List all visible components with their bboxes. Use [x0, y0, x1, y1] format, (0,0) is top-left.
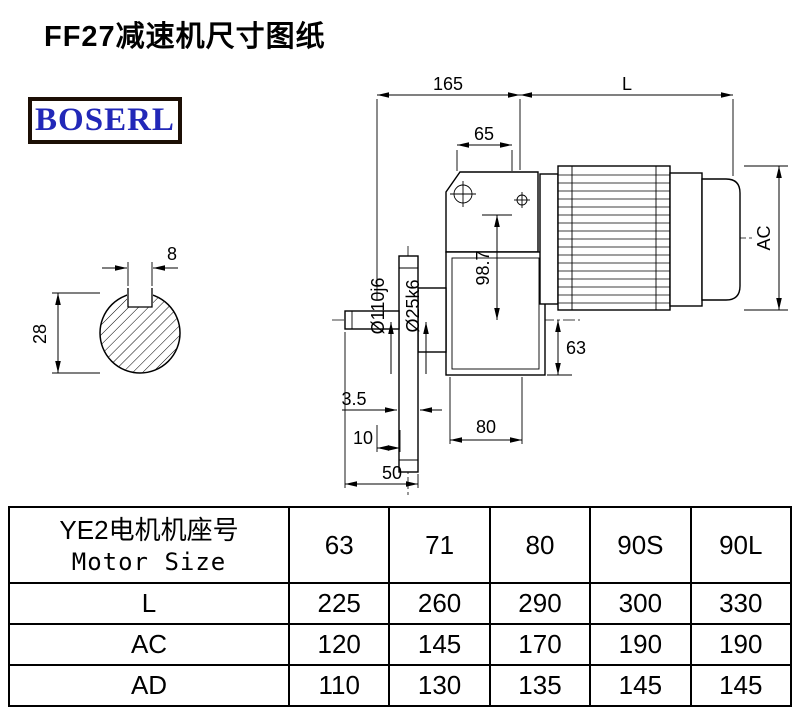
motor-size-90l: 90L — [689, 506, 793, 584]
motor-size-71: 71 — [388, 506, 491, 584]
gearbox-body — [445, 251, 546, 376]
table-cell: 135 — [488, 664, 592, 707]
table-cell: 130 — [388, 664, 491, 707]
dim-63-label: 63 — [566, 338, 586, 358]
motor-body — [557, 165, 671, 311]
dim-80-label: 80 — [476, 417, 496, 437]
boserl-logo-text: BOSERL — [35, 102, 175, 138]
shaft-section-view: 8 28 — [30, 244, 181, 374]
table-cell: 190 — [589, 623, 692, 666]
row-label-l: L — [8, 582, 290, 625]
table-row-l: L 225 260 290 300 330 — [8, 582, 793, 625]
table-cell: 120 — [287, 623, 391, 666]
motor-endbell — [669, 172, 703, 307]
dim-ac-label: AC — [754, 225, 774, 250]
dim-10-label: 10 — [353, 428, 373, 448]
dim-dia110-label: Ø110j6 — [368, 278, 388, 335]
table-row-ac: AC 120 145 170 190 190 — [8, 623, 793, 666]
table-cell: 290 — [488, 582, 592, 625]
dim-98-7-label: 98.7 — [473, 250, 493, 285]
mounting-flange — [398, 255, 419, 473]
output-shaft — [344, 310, 400, 330]
dim-3-5-label: 3.5 — [341, 389, 366, 409]
table-cell: 145 — [589, 664, 692, 707]
motor-size-63: 63 — [287, 506, 391, 584]
table-row-ad: AD 110 130 135 145 145 — [8, 664, 793, 707]
motor-size-80: 80 — [488, 506, 592, 584]
boserl-logo: BOSERL — [28, 97, 182, 144]
dim-8-label: 8 — [167, 244, 177, 264]
gearbox-upper-housing — [445, 171, 539, 253]
bearing-hub — [417, 287, 447, 353]
row-label-ad: AD — [8, 664, 290, 707]
table-header-row: YE2电机机座号 Motor Size 63 71 80 90S 90L — [8, 506, 793, 584]
table-cell: 225 — [287, 582, 391, 625]
dim-28-label: 28 — [30, 324, 50, 344]
main-assembly-view — [332, 165, 755, 496]
motor-size-table: YE2电机机座号 Motor Size 63 71 80 90S 90L L 2… — [8, 506, 793, 707]
motor-size-90s: 90S — [589, 506, 692, 584]
dim-165-label: 165 — [433, 74, 463, 94]
dim-50-label: 50 — [382, 463, 402, 483]
table-cell: 145 — [388, 623, 491, 666]
row-label-ac: AC — [8, 623, 290, 666]
fan-cover — [701, 178, 741, 301]
table-cell: 145 — [689, 664, 793, 707]
dim-l-label: L — [622, 74, 632, 94]
header-label-en: Motor Size — [71, 547, 227, 576]
motor-adapter-flange — [539, 173, 559, 305]
header-label-cell: YE2电机机座号 Motor Size — [8, 506, 290, 584]
table-cell: 170 — [488, 623, 592, 666]
motor-cooling-fins — [558, 174, 670, 304]
table-cell: 110 — [287, 664, 391, 707]
dim-65-label: 65 — [474, 124, 494, 144]
page-title: FF27减速机尺寸图纸 — [44, 21, 326, 53]
table-cell: 190 — [689, 623, 793, 666]
dim-dia25-label: Ø25k6 — [403, 279, 423, 332]
table-cell: 300 — [589, 582, 692, 625]
header-label-cn: YE2电机机座号 — [59, 514, 239, 545]
keyway-outline — [127, 288, 153, 308]
reducer-dimension-drawing: 8 28 — [30, 74, 788, 496]
table-cell: 330 — [689, 582, 793, 625]
table-cell: 260 — [388, 582, 491, 625]
dimensions: 165 L 65 AC 98.7 Ø110j6 Ø25k6 63 3.5 80 … — [341, 74, 788, 488]
